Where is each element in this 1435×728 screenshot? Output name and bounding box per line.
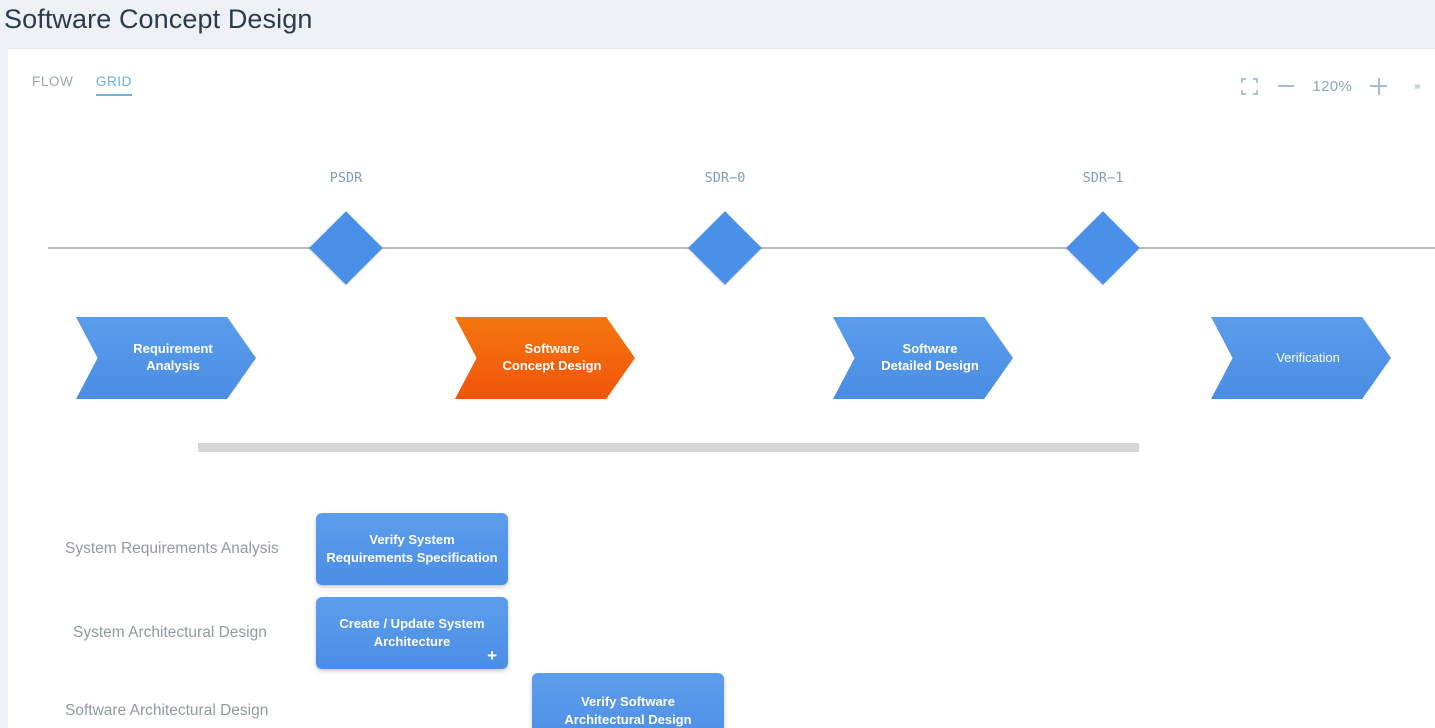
diamond-icon bbox=[309, 211, 383, 285]
horizontal-scrollbar[interactable] bbox=[198, 443, 1139, 452]
kebab-menu-icon[interactable] bbox=[1415, 81, 1421, 91]
row-label-software-architectural-design: Software Architectural Design bbox=[65, 702, 269, 719]
page-header: Software Concept Design bbox=[0, 0, 1435, 48]
milestone-label: PSDR bbox=[329, 170, 363, 186]
zoom-level-label: 120% bbox=[1312, 77, 1352, 95]
diagram-board: FLOW GRID 120% PSDR bbox=[8, 48, 1435, 728]
diamond-icon bbox=[1066, 211, 1140, 285]
add-icon[interactable]: + bbox=[487, 646, 497, 665]
view-mode-tabs: FLOW GRID bbox=[32, 73, 150, 97]
tab-grid[interactable]: GRID bbox=[95, 74, 133, 96]
canvas-toolbar: 120% bbox=[1221, 71, 1421, 101]
milestone-psdr[interactable]: PSDR bbox=[309, 170, 383, 285]
milestone-label: SDR−1 bbox=[1082, 170, 1124, 186]
diamond-icon bbox=[688, 211, 762, 285]
row-label-system-architectural-design: System Architectural Design bbox=[73, 624, 267, 641]
tab-flow[interactable]: FLOW bbox=[32, 74, 74, 89]
milestone-sdr-1[interactable]: SDR−1 bbox=[1066, 170, 1140, 285]
milestone-sdr-0[interactable]: SDR−0 bbox=[688, 170, 762, 285]
zoom-out-button[interactable] bbox=[1278, 85, 1295, 87]
page-title: Software Concept Design bbox=[4, 4, 313, 34]
zoom-in-button[interactable] bbox=[1370, 77, 1387, 95]
phase-label: Verification bbox=[1276, 349, 1340, 365]
fullscreen-icon[interactable] bbox=[1241, 77, 1259, 95]
phase-verification[interactable]: Verification bbox=[1211, 317, 1391, 399]
row-label-system-requirements-analysis: System Requirements Analysis bbox=[65, 540, 279, 557]
milestone-label: SDR−0 bbox=[704, 170, 746, 186]
